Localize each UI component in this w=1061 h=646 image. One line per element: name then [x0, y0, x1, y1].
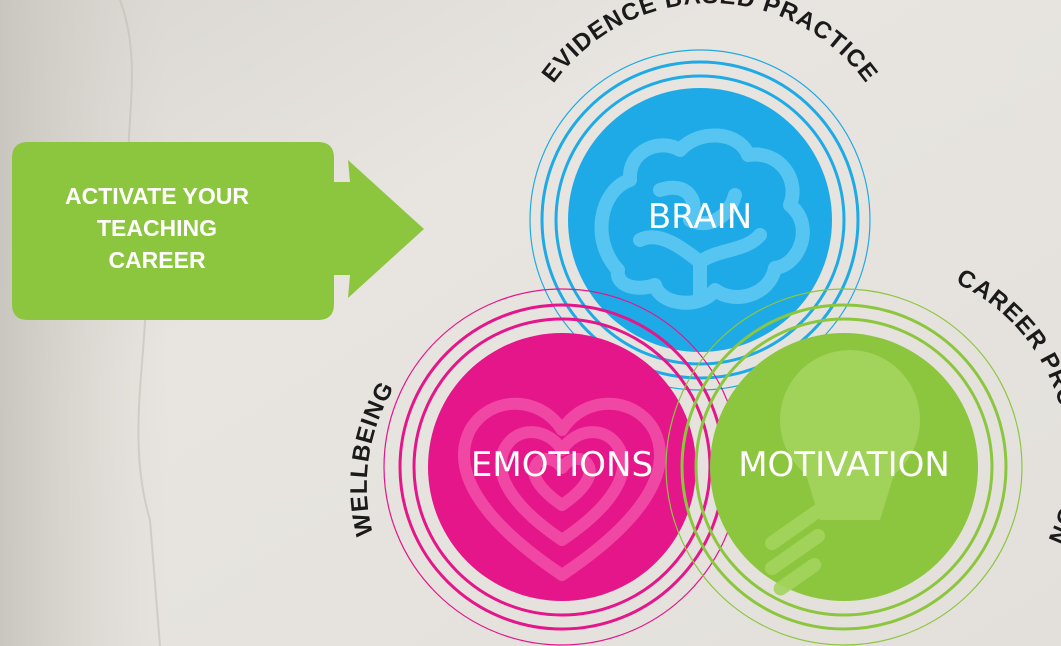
motivation-circle	[665, 288, 1023, 646]
emotions-circle	[383, 288, 741, 646]
lightbulb-icon	[765, 350, 920, 596]
cta-line-2: TEACHING	[96, 215, 218, 241]
brain-ring-inner	[554, 74, 846, 366]
cta-label[interactable]: ACTIVATE YOUR TEACHING CAREER	[22, 180, 292, 276]
emotions-label: EMOTIONS	[470, 445, 654, 485]
cta-arrow-shape[interactable]	[12, 142, 424, 320]
cta-line-1: ACTIVATE YOUR	[64, 183, 249, 209]
brain-circle	[529, 49, 871, 391]
brain-label: BRAIN	[647, 197, 753, 237]
cta-arrow-tag[interactable]	[12, 142, 424, 320]
brain-icon	[594, 128, 810, 310]
cta-line-3: CAREER	[108, 247, 206, 273]
stone-texture	[0, 0, 170, 646]
motivation-label: MOTIVATION	[738, 445, 950, 485]
heart-icon	[458, 397, 666, 581]
motivation-ring-mid	[680, 303, 1008, 631]
motivation-ring-outer	[665, 288, 1023, 646]
motivation-ring-inner	[694, 317, 994, 617]
brain-ring-mid	[540, 60, 860, 380]
